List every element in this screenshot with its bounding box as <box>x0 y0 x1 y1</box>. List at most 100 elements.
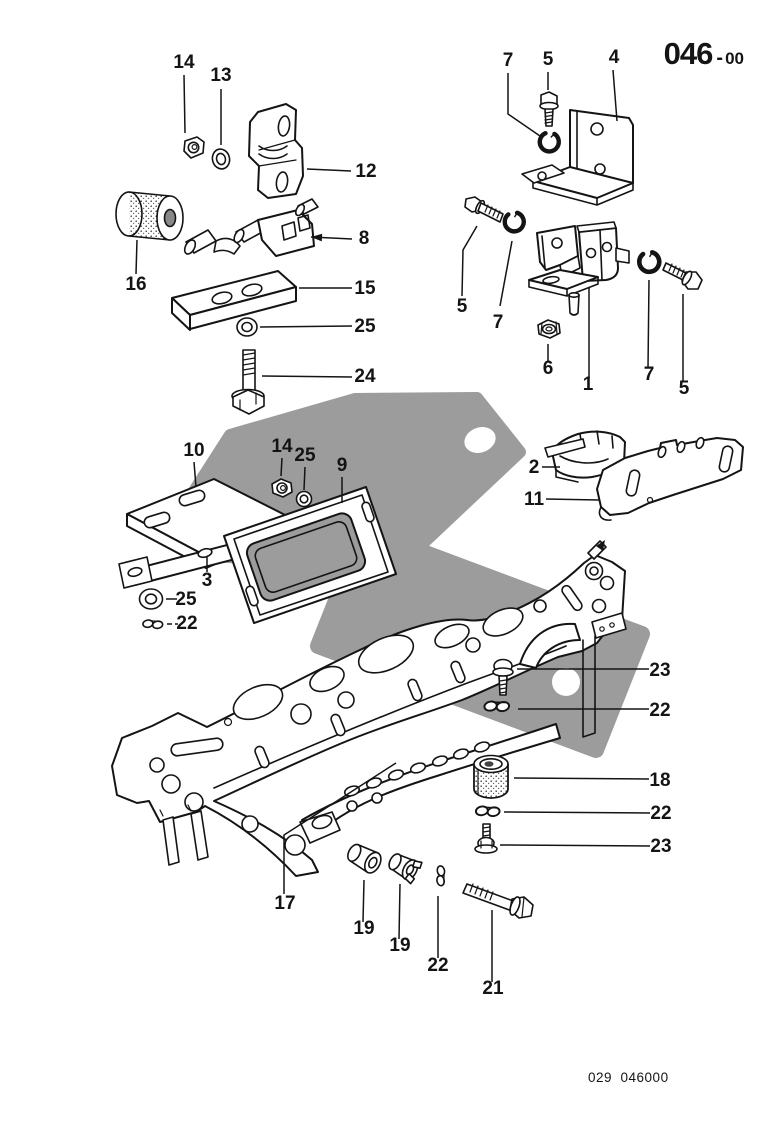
part-2-stop-bracket <box>544 430 626 483</box>
svg-text:9: 9 <box>337 455 348 476</box>
svg-text:14: 14 <box>173 52 195 73</box>
svg-text:1: 1 <box>583 374 594 395</box>
part-label-5-topright: 5 <box>543 49 554 90</box>
part-6-nut <box>537 319 561 339</box>
part-9-engine-mount <box>223 486 397 624</box>
svg-text:4: 4 <box>609 47 620 68</box>
page-code: 046 - 00 <box>664 36 744 72</box>
part-13-washer <box>211 148 231 170</box>
part-label-7-topright: 7 <box>503 50 541 137</box>
part-label-22-left: 22 <box>167 613 198 634</box>
svg-text:21: 21 <box>482 978 504 999</box>
part-label-13: 13 <box>210 65 232 145</box>
svg-text:23: 23 <box>649 660 670 681</box>
part-23-bolt-upper <box>492 658 514 696</box>
part-25-washer-left <box>138 588 164 610</box>
part-24-bolt <box>231 349 265 415</box>
part-25-washer-top <box>236 317 258 337</box>
part-11-stop-plate <box>596 436 744 521</box>
svg-text:10: 10 <box>183 440 204 461</box>
part-7-lockwasher-midleft <box>503 211 526 234</box>
part-22-clip-bottom <box>433 864 449 888</box>
part-label-5-midright: 5 <box>679 294 690 399</box>
part-label-16: 16 <box>125 239 147 295</box>
part-4-bracket <box>521 109 634 206</box>
part-label-9: 9 <box>337 455 348 503</box>
svg-text:22: 22 <box>649 700 670 721</box>
part-21-bolt-long <box>462 883 534 919</box>
part-label-8: 8 <box>310 228 369 249</box>
part-8-link <box>183 198 319 257</box>
part-19-bushing-right <box>388 853 423 885</box>
page-code-separator: - <box>716 47 724 69</box>
svg-text:22: 22 <box>427 955 448 976</box>
part-label-23-lower: 23 <box>499 836 672 857</box>
part-1-support-assembly <box>528 221 630 316</box>
part-22-clip-left <box>141 617 164 632</box>
part-label-22-lower: 22 <box>503 803 672 824</box>
part-5-bolt-topright <box>539 91 559 127</box>
part-5-bolt-midleft <box>464 196 504 223</box>
page-code-suffix: 00 <box>725 49 744 68</box>
part-23-bolt-lower <box>474 823 498 854</box>
part-14-nut-mid <box>271 478 293 498</box>
part-label-14-top: 14 <box>173 52 195 134</box>
svg-text:24: 24 <box>354 366 376 387</box>
svg-text:13: 13 <box>210 65 231 86</box>
part-label-7-midleft: 7 <box>493 240 513 333</box>
part-5-bolt-midright <box>662 262 703 290</box>
part-label-19-right: 19 <box>389 883 411 956</box>
svg-text:5: 5 <box>679 378 690 399</box>
part-22-clip-lower <box>474 802 502 820</box>
part-label-21: 21 <box>482 910 504 999</box>
svg-text:5: 5 <box>543 49 554 70</box>
footer-code: 029 046000 <box>588 1070 669 1085</box>
part-label-3: 3 <box>202 556 213 591</box>
svg-text:5: 5 <box>457 296 468 317</box>
part-label-6: 6 <box>543 344 554 379</box>
part-label-4: 4 <box>609 47 620 122</box>
svg-text:7: 7 <box>644 364 655 385</box>
svg-text:23: 23 <box>650 836 671 857</box>
svg-text:14: 14 <box>271 436 293 457</box>
part-label-15: 15 <box>299 278 376 299</box>
svg-text:6: 6 <box>543 358 554 379</box>
svg-text:19: 19 <box>389 935 410 956</box>
part-17-support-bracket <box>299 723 561 844</box>
svg-text:22: 22 <box>176 613 197 634</box>
part-label-12: 12 <box>306 161 377 182</box>
part-label-19-left: 19 <box>353 879 375 939</box>
part-14-nut-top <box>183 136 205 159</box>
part-12-clamp-bracket <box>248 103 304 199</box>
part-label-5-midleft: 5 <box>457 225 478 317</box>
svg-text:11: 11 <box>524 489 545 510</box>
svg-text:25: 25 <box>354 316 376 337</box>
part-label-22-upper: 22 <box>518 700 671 721</box>
part-label-14-mid: 14 <box>271 436 293 477</box>
part-label-17: 17 <box>274 762 397 914</box>
part-15-bar <box>171 270 297 331</box>
part-label-10: 10 <box>183 440 205 488</box>
svg-text:3: 3 <box>202 570 213 591</box>
svg-text:19: 19 <box>353 918 374 939</box>
svg-text:22: 22 <box>650 803 671 824</box>
part-label-1: 1 <box>583 288 594 395</box>
part-label-2: 2 <box>529 457 560 478</box>
svg-text:17: 17 <box>274 893 295 914</box>
part-label-18: 18 <box>513 770 671 791</box>
svg-text:18: 18 <box>649 770 670 791</box>
part-16-bushing <box>115 191 184 241</box>
part-label-23-upper: 23 <box>517 660 671 681</box>
page-code-main: 046 <box>663 36 714 71</box>
part-label-24: 24 <box>261 366 376 387</box>
part-label-11: 11 <box>524 489 600 510</box>
part-7-lockwasher-topright <box>540 133 559 151</box>
svg-text:15: 15 <box>354 278 376 299</box>
part-18-damper <box>473 754 509 799</box>
svg-text:25: 25 <box>294 445 316 466</box>
crossmember <box>111 540 627 877</box>
part-19-bushing-left <box>347 843 382 874</box>
